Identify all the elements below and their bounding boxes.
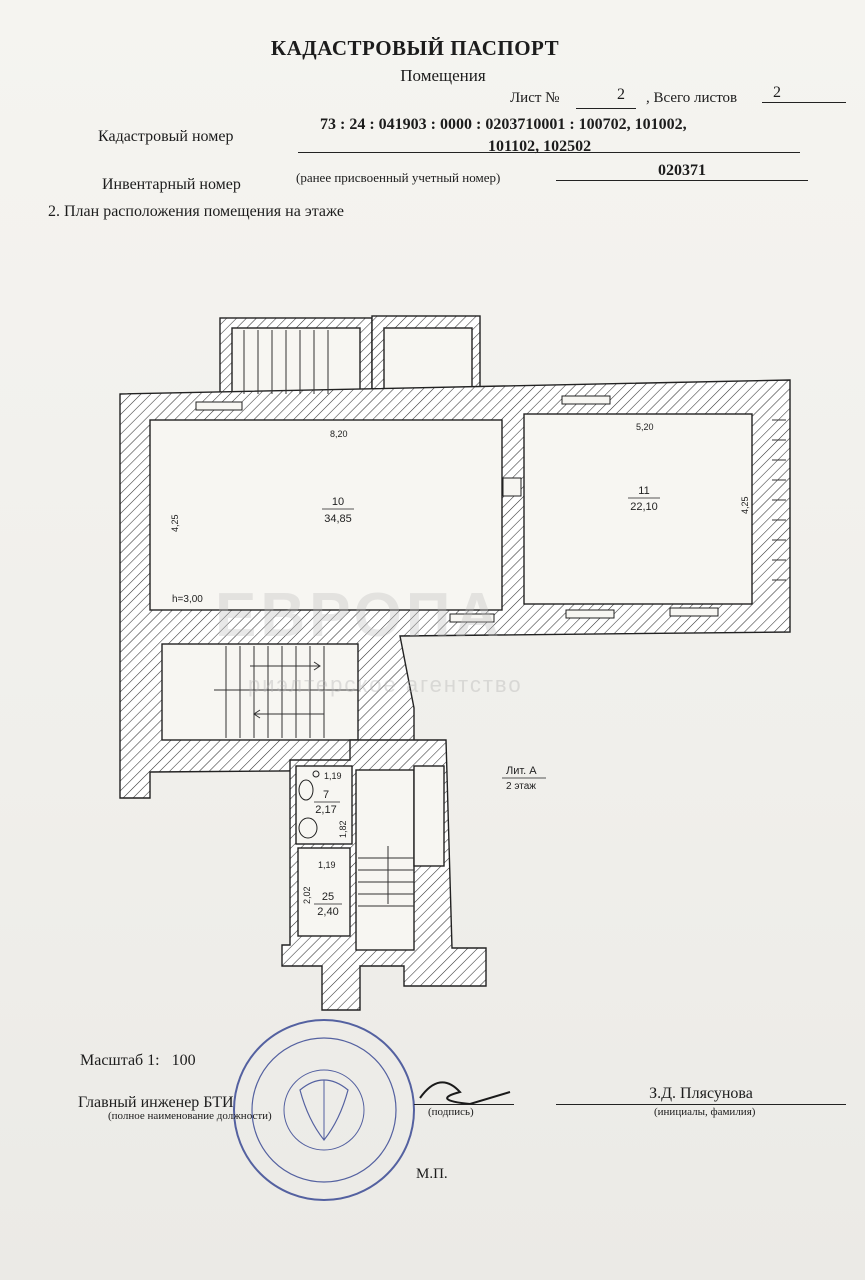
- document-title: КАДАСТРОВЫЙ ПАСПОРТ: [270, 36, 560, 60]
- room25-number: 25: [322, 891, 334, 903]
- room7-number: 7: [323, 789, 329, 801]
- stamp: [233, 1019, 415, 1201]
- watermark-brand: ЕВРОПА: [215, 581, 504, 650]
- initials-underline: [556, 1104, 846, 1105]
- engineer-note: (полное наименование должности): [108, 1110, 272, 1122]
- document-subtitle: Помещения: [400, 66, 486, 85]
- room25-depth: 2,02: [302, 886, 312, 904]
- stamp-label: М.П.: [416, 1166, 448, 1182]
- room11-depth: 4,25: [740, 496, 750, 514]
- litera-label: Лит. А: [506, 765, 537, 777]
- inventory-note: (ранее присвоенный учетный номер): [296, 170, 501, 185]
- room11-area: 22,10: [630, 501, 658, 513]
- walls: [119, 315, 791, 1011]
- scale-value: 100: [171, 1052, 196, 1069]
- cadastral-number-line2: 101102, 102502: [488, 138, 592, 155]
- stairs: [214, 330, 786, 907]
- dimension-labels: 8,20 4,25 5,20 4,25 1,19 1,82 1,19 2,02: [170, 422, 750, 904]
- room7-area: 2,17: [315, 804, 336, 816]
- signature-underline: [414, 1104, 514, 1105]
- watermark-tagline: риэлтерское агентство: [248, 672, 523, 697]
- inventory-underline: [556, 180, 808, 181]
- initials-note: (инициалы, фамилия): [654, 1106, 756, 1118]
- section-title: 2. План расположения помещения на этаже: [48, 203, 344, 220]
- sheet-label: Лист №: [510, 90, 560, 106]
- room10-number: 10: [332, 496, 344, 508]
- scale-label: Масштаб 1: 100: [80, 1052, 196, 1069]
- windows: [195, 395, 719, 623]
- total-underline: [762, 102, 846, 103]
- cadastral-label: Кадастровый номер: [98, 128, 234, 145]
- room25-width: 1,19: [318, 860, 336, 870]
- room7-width: 1,19: [324, 771, 342, 781]
- total-value: 2: [773, 84, 781, 101]
- room10-area: 34,85: [324, 513, 352, 525]
- engineer-initials: З.Д. Плясунова: [649, 1085, 753, 1102]
- inventory-label: Инвентарный номер: [102, 176, 241, 193]
- cadastral-number-line1: 73 : 24 : 041903 : 0000 : 0203710001 : 1…: [320, 116, 687, 133]
- signature-note: (подпись): [428, 1106, 474, 1118]
- room11-width: 5,20: [636, 422, 654, 432]
- sheet-value: 2: [617, 86, 625, 103]
- room25-area: 2,40: [317, 906, 338, 918]
- total-label: , Всего листов: [646, 90, 738, 106]
- room10-depth: 4,25: [170, 514, 180, 532]
- signature: [419, 1081, 511, 1106]
- room-labels: 10 34,85 11 22,10 7 2,17 25 2,40: [314, 485, 660, 918]
- room11-number: 11: [638, 485, 649, 497]
- floor-label: 2 этаж: [506, 781, 536, 792]
- engineer-title: Главный инженер БТИ: [78, 1094, 234, 1111]
- sheet-underline: [576, 108, 636, 109]
- room7-depth: 1,82: [338, 820, 348, 838]
- inventory-number: 020371: [658, 162, 706, 179]
- room10-width: 8,20: [330, 429, 348, 439]
- fixtures: [298, 770, 320, 839]
- ceiling-height: h=3,00: [172, 594, 203, 605]
- cadastral-underline: [298, 152, 800, 153]
